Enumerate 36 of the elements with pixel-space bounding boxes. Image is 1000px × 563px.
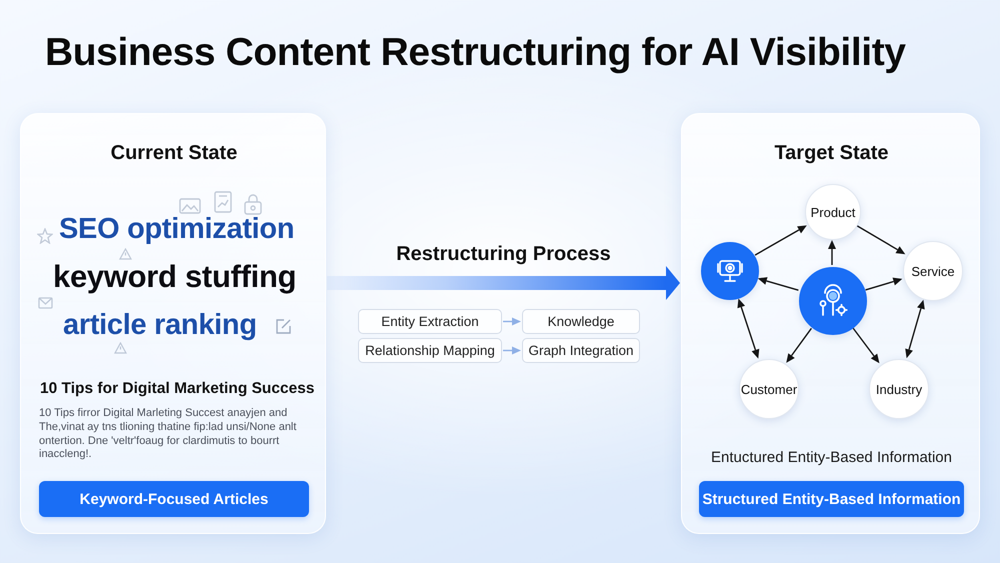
connector-arrow [852,328,880,364]
article-excerpt: 10 Tips firror Digital Marleting Succest anayjen and The,vinat ay tns tlioning thatine fip:lad unsi/None anlt ontertion. Dne 'veltr'foaug for clardimutis to bourrt inaccleng!. [39,407,298,462]
entity-node-circle: Service [903,241,963,301]
entity-node-circle: Product [805,184,861,240]
keyword-phrase: SEO optimization [59,212,294,247]
summary-banner: Structured Entity-Based Information [699,481,964,517]
process-step-box: Relationship Mapping [358,338,502,363]
panel-heading: Target State [773,141,890,165]
entity-node-circle [799,267,867,335]
caption-text: Entuctured Entity-Based Information [710,448,953,467]
page-title: Business Content Restructuring for AI Visibility [45,30,906,76]
connector-arrow [737,298,760,359]
process-step-box: Knowledge [522,309,640,334]
article-title: 10 Tips for Digital Marketing Success [40,379,316,398]
connector-arrow [856,225,906,254]
connector-arrow [503,346,521,354]
process-step-box: Entity Extraction [358,309,502,334]
process-step-box: Graph Integration [522,338,640,363]
connector-arrow [758,277,799,291]
panel-heading: Current State [110,141,238,165]
entity-node-circle [701,242,759,300]
connector-arrow [503,318,521,326]
connector-arrow [828,240,836,265]
entity-node-circle: Industry [869,359,929,419]
entity-node-circle: Customer [739,359,799,419]
summary-banner: Keyword-Focused Articles [39,481,309,517]
connector-arrow [905,300,925,358]
state-panel [681,113,980,534]
state-panel [20,113,326,534]
edge-label: Restructuring Process [396,242,611,266]
connector-arrow [865,278,902,291]
keyword-phrase: article ranking [63,308,257,343]
connector-arrow [786,328,812,363]
connector-arrow [754,225,807,256]
process-arrow [327,266,680,300]
keyword-phrase: keyword stuffing [53,259,296,295]
